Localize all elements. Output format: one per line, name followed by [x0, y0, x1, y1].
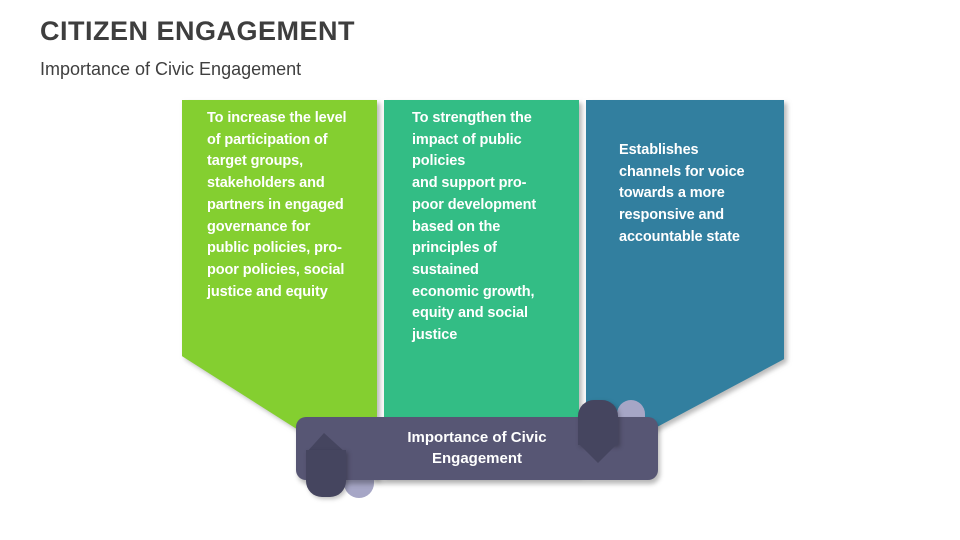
- panel-establish-channels-text: Establishes channels for voice towards a…: [619, 142, 745, 245]
- panel-increase-participation-text: To increase the level of participation o…: [207, 110, 347, 300]
- ribbon-fold-right: [578, 400, 618, 445]
- ribbon-fold-left-light: [344, 480, 374, 498]
- panel-strengthen-impact: To strengthen the impact of public polic…: [384, 100, 579, 475]
- panel-strengthen-impact-text: To strengthen the impact of public polic…: [412, 110, 537, 344]
- slide-subtitle: Importance of Civic Engagement: [40, 59, 302, 79]
- ribbon-banner-label: Importance of Civic Engagement: [407, 429, 547, 467]
- ribbon-fold-right-light: [617, 400, 645, 417]
- slide-title: CITIZEN ENGAGEMENT: [40, 16, 356, 46]
- ribbon-fold-left: [306, 450, 346, 497]
